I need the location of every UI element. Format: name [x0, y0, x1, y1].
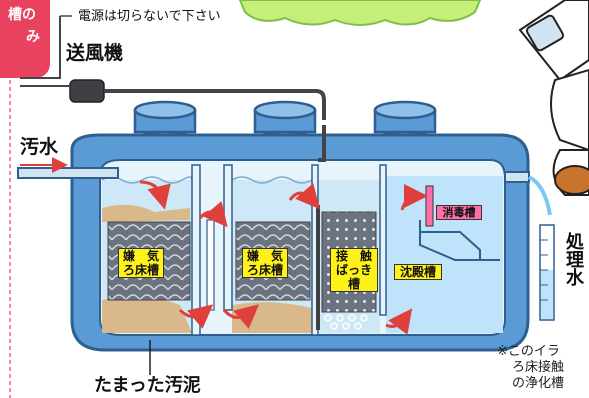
chamber-3-line1: 接 触 [335, 249, 372, 263]
footnote-line2: ろ床接触 [512, 360, 565, 375]
sludge-label: たまった汚泥 [94, 375, 201, 396]
power-note: 電源は切らないで下さい [78, 9, 221, 24]
chamber-label-settling: 沈殿槽 [394, 264, 442, 280]
footnote-line3: の浄化槽 [512, 376, 565, 391]
chamber-3-line2: ばっき槽 [335, 263, 372, 291]
sludge-layer-1 [102, 296, 192, 333]
outlet-pipe [504, 171, 530, 183]
treated-water-stream [527, 175, 552, 216]
sewage-label: 汚水 [20, 136, 59, 158]
corner-tag: 槽の み [0, 0, 50, 78]
blower-unit [20, 79, 326, 120]
disinfection-label: 消毒槽 [436, 205, 482, 220]
corner-tag-line1: 槽の [8, 7, 36, 23]
scum-layer [102, 204, 190, 222]
blower-label: 送風機 [66, 42, 124, 64]
manholes [133, 100, 437, 137]
aeration-bubbles [324, 314, 368, 330]
cartoon-figure [518, 0, 589, 196]
chamber-4-line1: 沈殿槽 [399, 265, 436, 279]
footnote-line1: ※このイラ [497, 344, 560, 359]
chamber-1-line1: 嫌 気 [122, 249, 159, 263]
chamber-2-line2: ろ床槽 [246, 263, 283, 277]
corner-tag-line2: み [26, 29, 40, 45]
inlet-pipe [17, 167, 119, 179]
chamber-label-anaerobic-2: 嫌 気 ろ床槽 [242, 248, 288, 278]
chamber-1-line2: ろ床槽 [122, 263, 159, 277]
power-cord [20, 16, 61, 79]
chamber-label-contact-aeration: 接 触 ばっき槽 [330, 248, 378, 292]
flow-arrows [139, 180, 428, 335]
cloud-bubble [238, 0, 482, 26]
chamber-2-line1: 嫌 気 [246, 249, 283, 263]
chamber-label-anaerobic-1: 嫌 気 ろ床槽 [118, 248, 164, 278]
treated-water-label: 処理水 [563, 232, 584, 286]
